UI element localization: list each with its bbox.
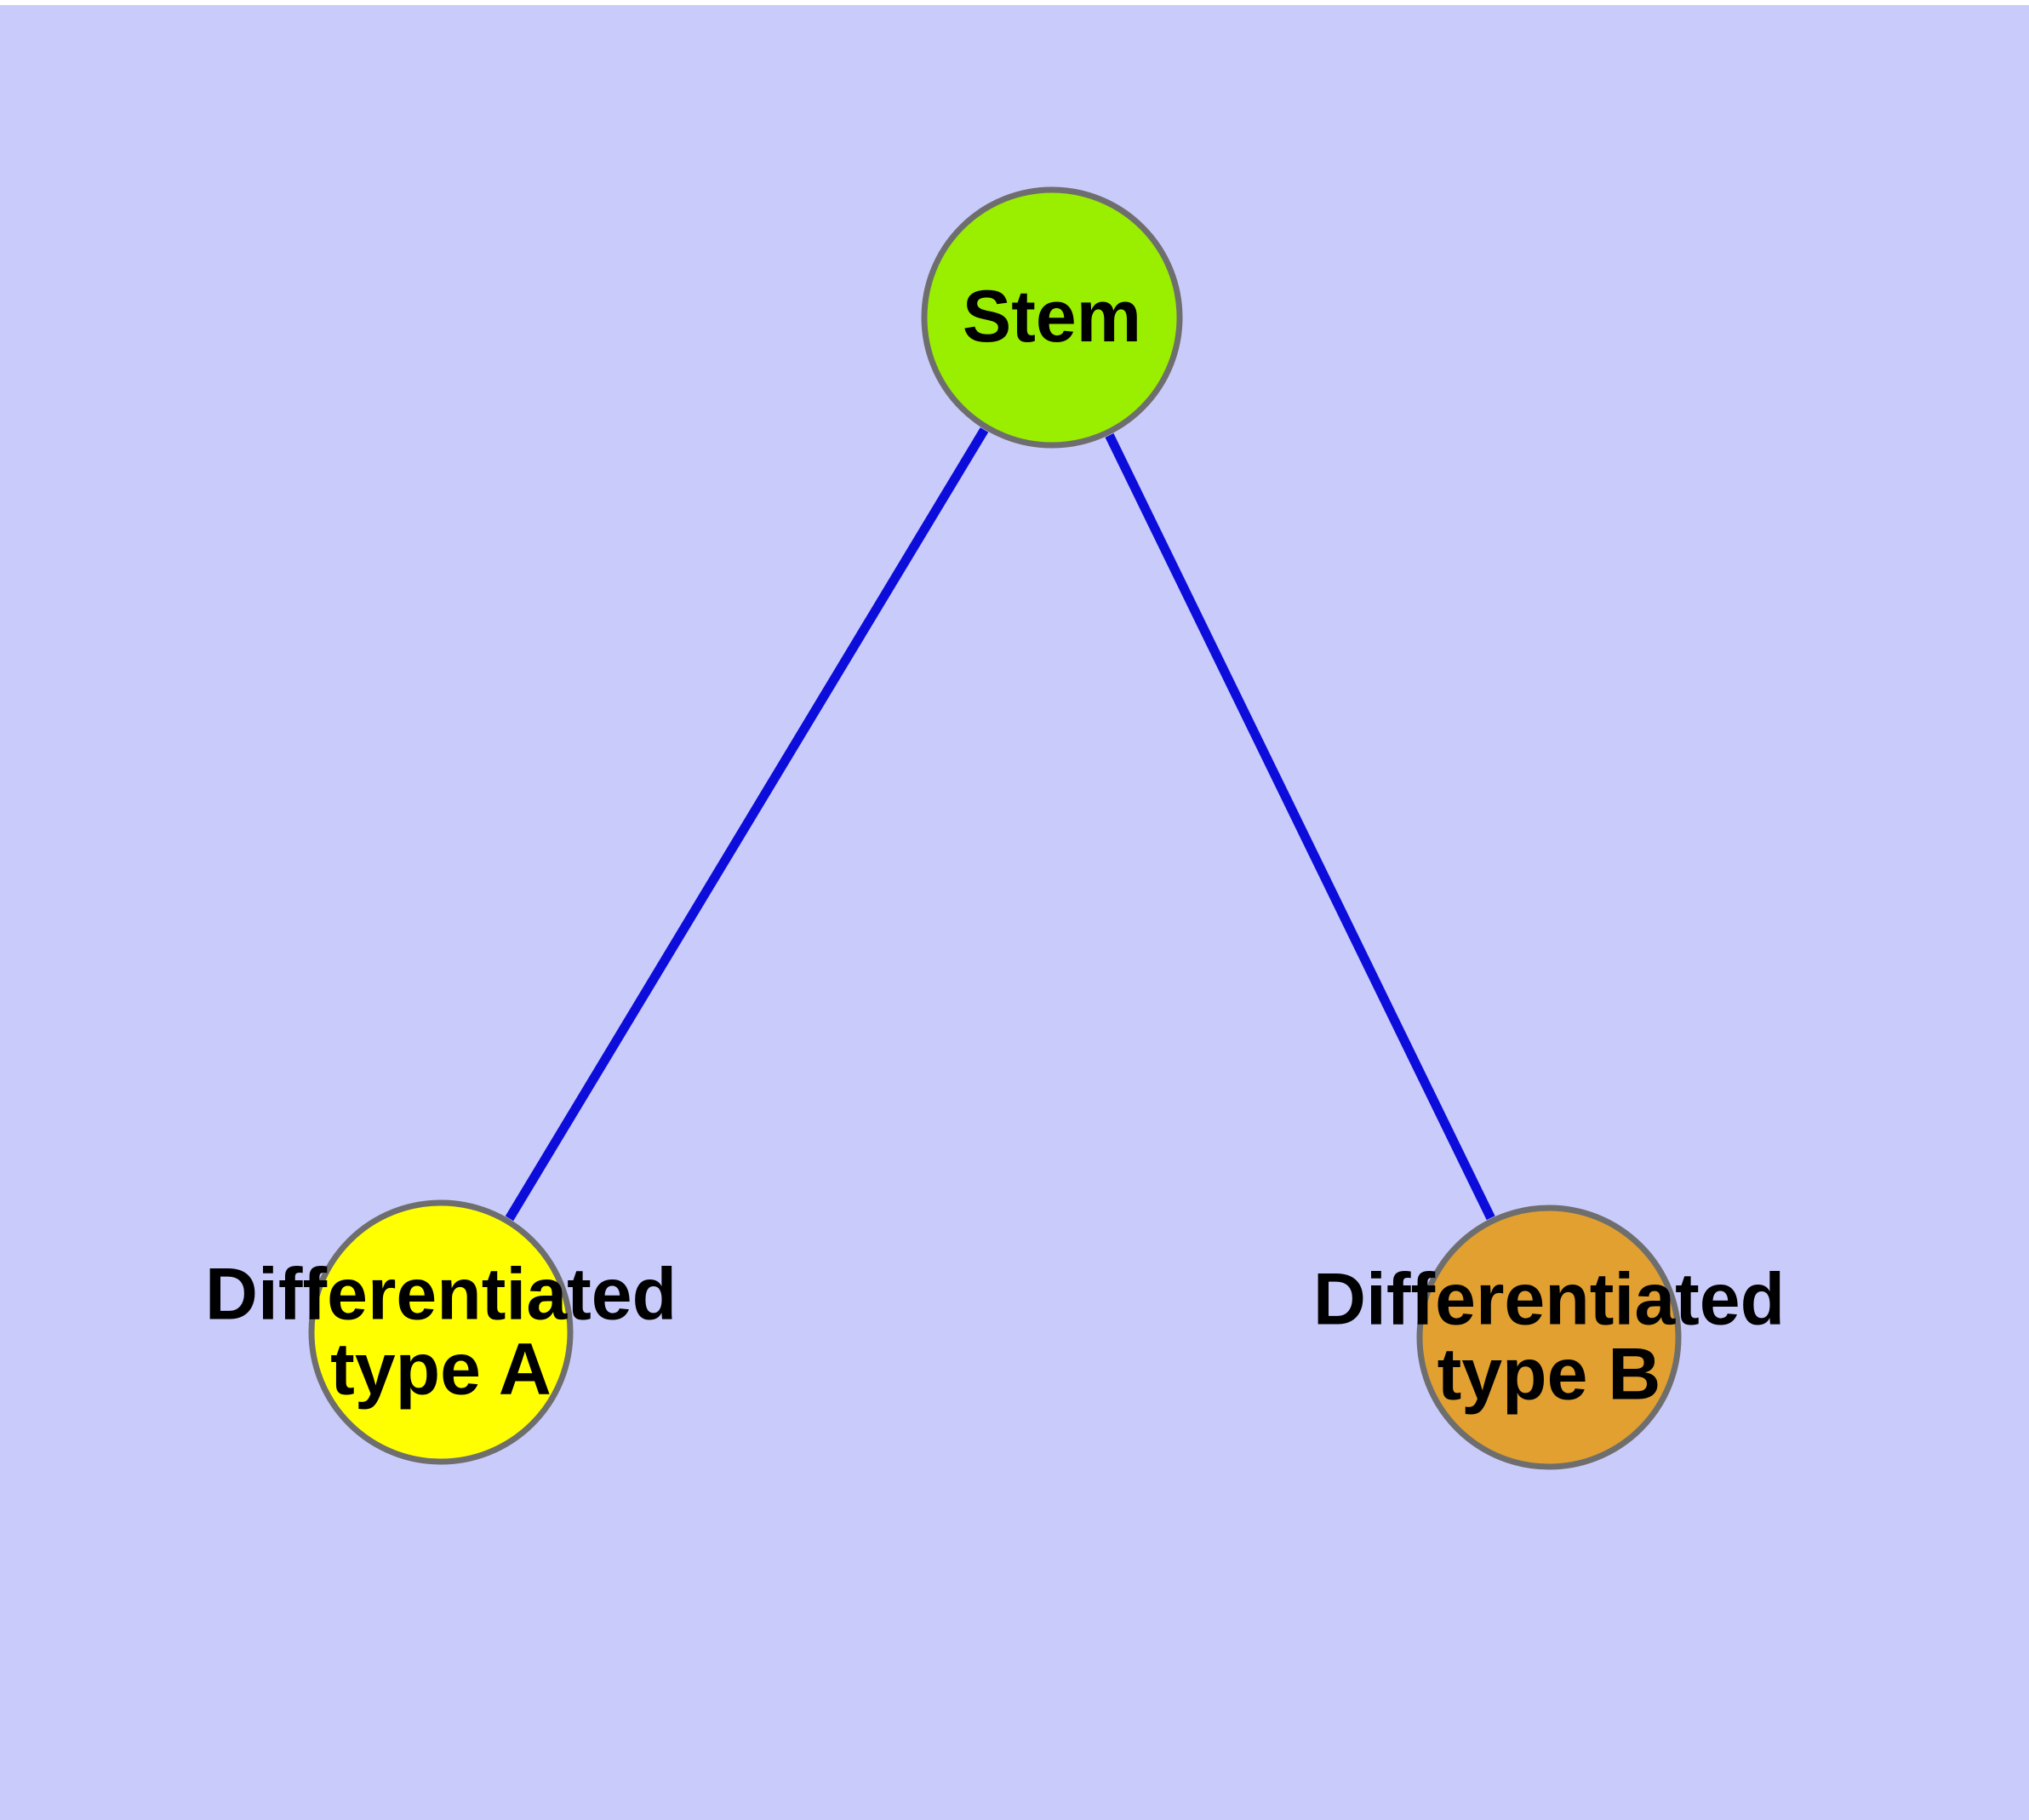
edges-group xyxy=(505,427,1495,1222)
node-circle-diff_a[interactable] xyxy=(308,1199,574,1465)
edge-stem-to-a xyxy=(505,427,989,1222)
edge-stem-to-b xyxy=(1105,433,1495,1221)
node-circle-stem[interactable] xyxy=(921,186,1183,449)
nodes-group xyxy=(308,186,1682,1470)
node-circle-diff_b[interactable] xyxy=(1416,1205,1682,1470)
